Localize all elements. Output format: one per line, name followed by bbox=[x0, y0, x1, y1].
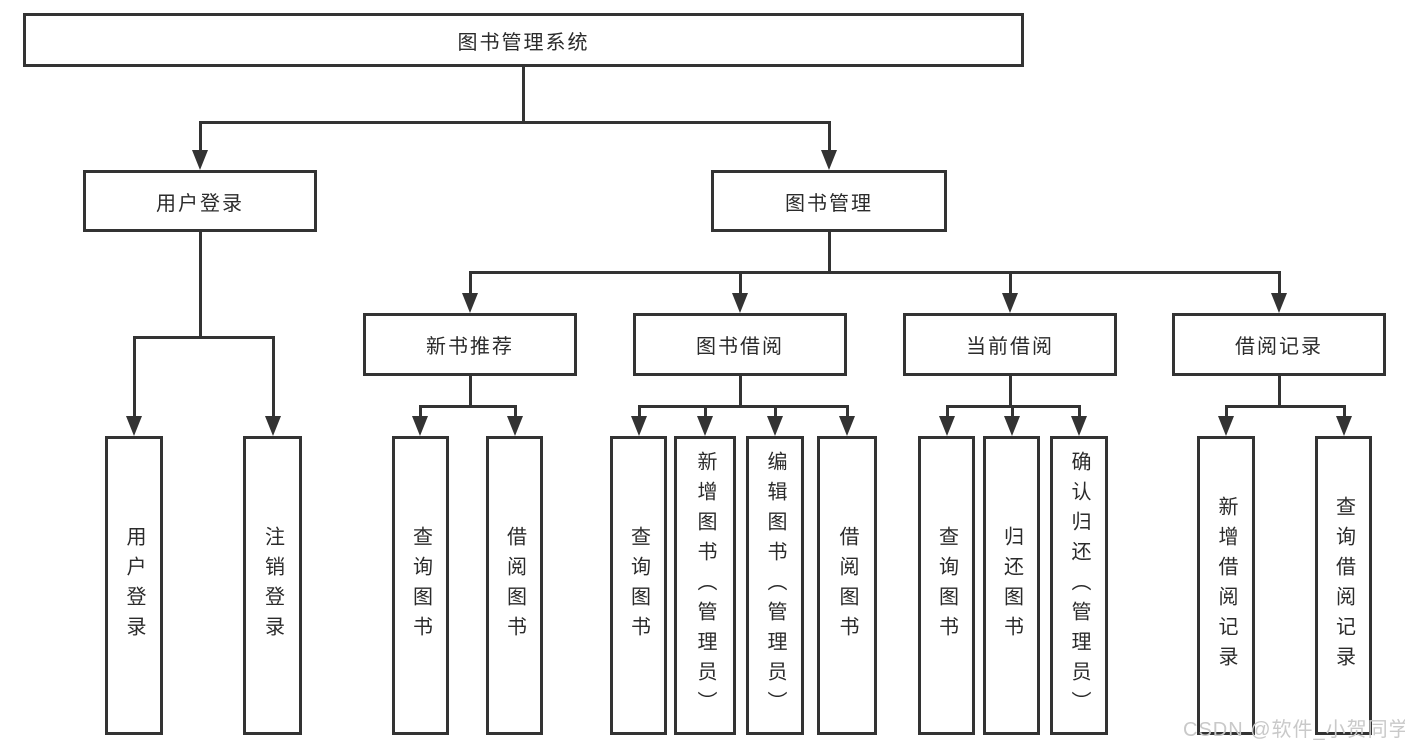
connector-stem bbox=[522, 67, 525, 122]
connector-branch bbox=[199, 121, 831, 124]
arrow-down-icon bbox=[631, 416, 647, 436]
connector-stem bbox=[1009, 376, 1012, 407]
arrow-down-icon bbox=[126, 416, 142, 436]
leaf-label: 查询图书 bbox=[409, 525, 432, 646]
arrow-down-icon bbox=[507, 416, 523, 436]
connector-drop bbox=[133, 339, 136, 416]
connector-drop bbox=[419, 408, 422, 416]
connector-branch bbox=[638, 405, 849, 408]
node-book-borrowing: 图书借阅 bbox=[633, 313, 847, 376]
connector-drop bbox=[469, 274, 472, 294]
leaf-label: 查询图书 bbox=[627, 525, 650, 646]
connector-stem bbox=[828, 232, 831, 272]
leaf-return-books: 归还图书 bbox=[983, 436, 1040, 735]
leaf-label: 确认归还（管理员） bbox=[1068, 450, 1090, 721]
leaf-edit-books-admin: 编辑图书（管理员） bbox=[746, 436, 804, 735]
leaf-label: 查询借阅记录 bbox=[1332, 495, 1355, 676]
arrow-down-icon bbox=[939, 416, 955, 436]
connector-drop bbox=[828, 122, 831, 150]
arrow-down-icon bbox=[839, 416, 855, 436]
arrow-down-icon bbox=[462, 293, 478, 313]
connector-drop bbox=[739, 274, 742, 294]
connector-drop bbox=[846, 408, 849, 416]
node-new-book-recommendation: 新书推荐 bbox=[363, 313, 577, 376]
connector-stem bbox=[199, 232, 202, 337]
connector-branch bbox=[133, 336, 275, 339]
leaf-user-login: 用户登录 bbox=[105, 436, 163, 735]
connector-drop bbox=[704, 408, 707, 416]
connector-stem bbox=[469, 376, 472, 407]
arrow-down-icon bbox=[1218, 416, 1234, 436]
arrow-down-icon bbox=[1271, 293, 1287, 313]
leaf-query-books-borrowing: 查询图书 bbox=[610, 436, 667, 735]
leaf-query-borrow-record: 查询借阅记录 bbox=[1315, 436, 1372, 735]
node-library-management-system: 图书管理系统 bbox=[23, 13, 1024, 67]
arrow-down-icon bbox=[767, 416, 783, 436]
node-current-borrowing: 当前借阅 bbox=[903, 313, 1117, 376]
arrow-down-icon bbox=[265, 416, 281, 436]
leaf-label: 新增图书（管理员） bbox=[694, 450, 716, 721]
leaf-label: 新增借阅记录 bbox=[1215, 495, 1237, 676]
connector-drop bbox=[514, 408, 517, 416]
arrow-down-icon bbox=[1336, 416, 1352, 436]
leaf-label: 注销登录 bbox=[261, 525, 284, 646]
leaf-label: 借阅图书 bbox=[503, 525, 526, 646]
leaf-add-borrow-record: 新增借阅记录 bbox=[1197, 436, 1255, 735]
leaf-borrow-books-recommend: 借阅图书 bbox=[486, 436, 543, 735]
connector-drop bbox=[272, 339, 275, 416]
connector-drop bbox=[1011, 408, 1014, 416]
connector-drop bbox=[774, 408, 777, 416]
connector-drop bbox=[1009, 274, 1012, 294]
connector-branch bbox=[469, 271, 1281, 274]
arrow-down-icon bbox=[1071, 416, 1087, 436]
node-borrowing-records: 借阅记录 bbox=[1172, 313, 1386, 376]
arrow-down-icon bbox=[1002, 293, 1018, 313]
connector-branch bbox=[1225, 405, 1346, 408]
connector-drop bbox=[1278, 274, 1281, 294]
node-user-login: 用户登录 bbox=[83, 170, 317, 232]
connector-drop bbox=[1078, 408, 1081, 416]
arrow-down-icon bbox=[732, 293, 748, 313]
connector-stem bbox=[739, 376, 742, 407]
leaf-add-books-admin: 新增图书（管理员） bbox=[674, 436, 736, 735]
leaf-label: 编辑图书（管理员） bbox=[764, 450, 786, 721]
leaf-confirm-return-admin: 确认归还（管理员） bbox=[1050, 436, 1108, 735]
connector-stem bbox=[1278, 376, 1281, 407]
leaf-logout: 注销登录 bbox=[243, 436, 302, 735]
leaf-label: 借阅图书 bbox=[836, 525, 858, 646]
leaf-label: 归还图书 bbox=[1000, 525, 1023, 646]
leaf-borrow-books: 借阅图书 bbox=[817, 436, 877, 735]
connector-drop bbox=[199, 122, 202, 150]
arrow-down-icon bbox=[697, 416, 713, 436]
leaf-label: 查询图书 bbox=[935, 525, 958, 646]
arrow-down-icon bbox=[412, 416, 428, 436]
connector-drop bbox=[1343, 408, 1346, 416]
connector-drop bbox=[1225, 408, 1228, 416]
leaf-label: 用户登录 bbox=[123, 525, 145, 646]
connector-branch bbox=[946, 405, 1081, 408]
connector-branch bbox=[419, 405, 517, 408]
connector-drop bbox=[946, 408, 949, 416]
arrow-down-icon bbox=[192, 150, 208, 170]
arrow-down-icon bbox=[1004, 416, 1020, 436]
node-book-management: 图书管理 bbox=[711, 170, 947, 232]
leaf-query-books-recommend: 查询图书 bbox=[392, 436, 449, 735]
leaf-query-books-current: 查询图书 bbox=[918, 436, 975, 735]
csdn-watermark: CSDN @软件_小贺同学 bbox=[1183, 719, 1405, 741]
arrow-down-icon bbox=[821, 150, 837, 170]
connector-drop bbox=[638, 408, 641, 416]
